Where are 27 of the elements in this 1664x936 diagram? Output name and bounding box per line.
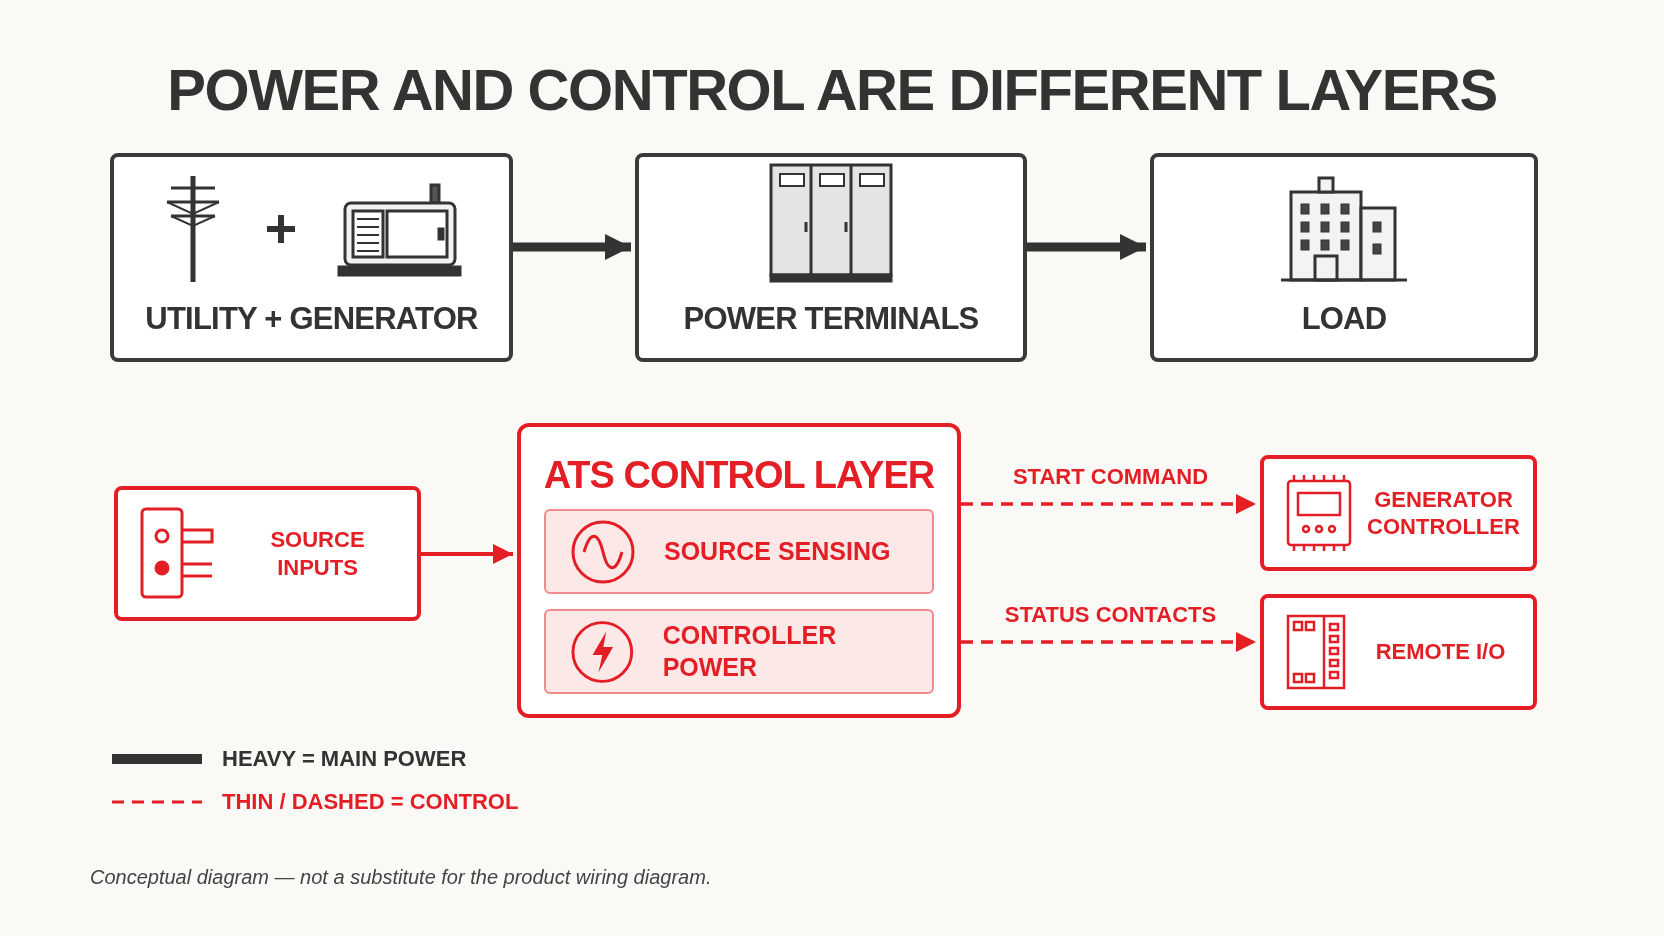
node-label: SOURCE SENSING (664, 535, 891, 567)
process-box (1150, 153, 1538, 362)
function-box (544, 509, 934, 594)
legend-label: THIN / DASHED = CONTROL (222, 788, 519, 816)
node-label: REMOTE I/O (1374, 638, 1507, 666)
node-label: GENERATOR CONTROLLER (1366, 485, 1521, 541)
legend-label: HEAVY = MAIN POWER (222, 745, 467, 773)
node-label: CONTROLLER POWER (662, 620, 838, 683)
function-box (544, 609, 934, 694)
process-box (635, 153, 1027, 362)
arrow (421, 544, 513, 564)
process-box (110, 153, 513, 362)
device-box (1260, 594, 1537, 710)
title: POWER AND CONTROL ARE DIFFERENT LAYERS (166, 56, 1498, 124)
caption: Conceptual diagram — not a substitute for the product wiring diagram. (90, 865, 712, 890)
arrow (1027, 234, 1146, 260)
node-label: ATS CONTROL LAYER (543, 453, 935, 498)
device-box (114, 486, 421, 621)
dashed-arrow (961, 632, 1256, 652)
arrow (513, 234, 631, 260)
node-label: UTILITY + GENERATOR (145, 299, 478, 338)
dashed-arrow (961, 494, 1256, 514)
node-label: LOAD (1301, 299, 1387, 338)
device-box (1260, 455, 1537, 571)
node-label: POWER TERMINALS (683, 299, 979, 338)
container-box (517, 423, 961, 718)
node-label: SOURCE INPUTS (269, 526, 366, 581)
